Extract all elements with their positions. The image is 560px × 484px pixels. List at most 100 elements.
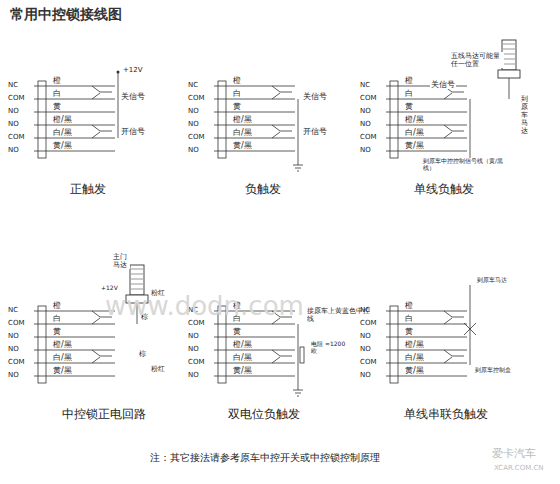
- wire-stroke: [131, 284, 143, 285]
- wire-color: 橙/黑: [52, 340, 73, 349]
- pin-label: NO: [188, 345, 199, 353]
- wire-color: 黄/黑: [404, 366, 425, 375]
- pin-label: COM: [8, 358, 24, 366]
- wire-stroke: [452, 356, 464, 357]
- wire-color: 黄: [52, 327, 62, 336]
- wire-stroke: [444, 318, 452, 324]
- wire-stroke: [452, 92, 464, 93]
- pin-label: NO: [360, 146, 371, 154]
- wire-color: 橙: [404, 76, 414, 85]
- wire-stroke: [131, 279, 143, 280]
- wire-stroke: [92, 132, 100, 138]
- pin-label: NC: [8, 306, 18, 314]
- pin-label: NO: [8, 107, 19, 115]
- wire-stroke: [131, 274, 143, 275]
- wire-stroke: [503, 54, 515, 55]
- panel-title: 正触发: [70, 183, 106, 197]
- wire-stroke: [34, 151, 115, 152]
- wire-stroke: [280, 356, 292, 357]
- resistor-symbol: [300, 347, 304, 363]
- wire-stroke: [444, 132, 452, 138]
- wire-stroke: [272, 93, 280, 99]
- part-label: 电阻 ≈1200欧: [310, 341, 352, 355]
- motor-base: [498, 70, 520, 78]
- wire-stroke: [272, 350, 280, 356]
- wire-stroke: [386, 311, 467, 312]
- supply-label: +12V: [100, 285, 119, 292]
- wire-color: 白/黑: [52, 353, 73, 362]
- wire-color: 黄/黑: [232, 141, 253, 150]
- wire-stroke: [34, 138, 115, 139]
- pin-label: NO: [360, 332, 371, 340]
- signal-label: 关信号: [430, 80, 456, 89]
- wire-stroke: [293, 165, 303, 166]
- signal-label: 开信号: [302, 127, 328, 136]
- wire-stroke: [295, 393, 301, 394]
- wire-stroke: [214, 125, 295, 126]
- wire-stroke: [92, 311, 100, 317]
- wire-color: 白/黑: [404, 128, 425, 137]
- wire-stroke: [298, 324, 299, 390]
- wire-stroke: [386, 324, 467, 325]
- wire-stroke: [34, 311, 115, 312]
- panel-title: 单线负触发: [414, 183, 474, 197]
- wire-stroke: [214, 138, 295, 139]
- wire-stroke: [444, 125, 452, 131]
- note-label: 到原车控制盒: [474, 367, 512, 374]
- wire-stroke: [503, 44, 515, 45]
- wire-stroke: [34, 86, 115, 87]
- pin-label: NC: [360, 81, 370, 89]
- pin-label: COM: [360, 319, 376, 327]
- wire-color: 白/黑: [232, 353, 253, 362]
- wire-stroke: [452, 131, 464, 132]
- wire-stroke: [386, 337, 467, 338]
- wire-stroke: [92, 93, 100, 99]
- wire-stroke: [214, 99, 295, 100]
- supply-terminal: [117, 71, 120, 74]
- wire-stroke: [297, 396, 299, 397]
- wire-stroke: [509, 78, 510, 99]
- wire-color: 黄/黑: [52, 141, 73, 150]
- pin-label: NO: [8, 332, 19, 340]
- wire-stroke: [214, 324, 295, 325]
- relay-contact-box: [218, 81, 226, 158]
- signal-label: 开信号: [120, 127, 146, 136]
- note-label: 到原车马达: [476, 277, 508, 284]
- wire-color: 棕: [138, 350, 147, 358]
- pin-label: COM: [360, 94, 376, 102]
- wire-stroke: [100, 131, 112, 132]
- wire-color: 黄/黑: [232, 366, 253, 375]
- pin-label: NO: [8, 120, 19, 128]
- wire-color: 橙: [232, 76, 242, 85]
- wire-stroke: [272, 125, 280, 131]
- pin-label: NO: [8, 345, 19, 353]
- wire-stroke: [386, 151, 467, 152]
- wire-stroke: [386, 138, 467, 139]
- pin-label: NC: [188, 81, 198, 89]
- wire-stroke: [464, 323, 476, 335]
- wire-stroke: [386, 112, 467, 113]
- pin-label: NO: [360, 345, 371, 353]
- wire-stroke: [214, 86, 295, 87]
- wire-stroke: [214, 363, 295, 364]
- footnote: 注：其它接法请参考原车中控开关或中控锁控制原理: [150, 452, 380, 464]
- wire-color: 白/黑: [404, 353, 425, 362]
- wire-stroke: [386, 99, 467, 100]
- pin-label: COM: [8, 133, 24, 141]
- relay-contact-box: [38, 81, 46, 158]
- pin-label: COM: [8, 319, 24, 327]
- wire-stroke: [214, 376, 295, 377]
- watermark: 爱卡汽车: [492, 448, 536, 461]
- wire-stroke: [118, 72, 119, 138]
- wire-stroke: [34, 337, 115, 338]
- wire-color: 橙/黑: [52, 115, 73, 124]
- wire-stroke: [452, 317, 464, 318]
- wire-stroke: [92, 125, 100, 131]
- pin-label: COM: [188, 133, 204, 141]
- wire-stroke: [92, 318, 100, 324]
- wire-color: 黄: [232, 102, 242, 111]
- wire-color: 橙/黑: [232, 340, 253, 349]
- wire-stroke: [386, 350, 467, 351]
- wire-stroke: [444, 311, 452, 317]
- panel-title: 中控锁正电回路: [62, 408, 146, 422]
